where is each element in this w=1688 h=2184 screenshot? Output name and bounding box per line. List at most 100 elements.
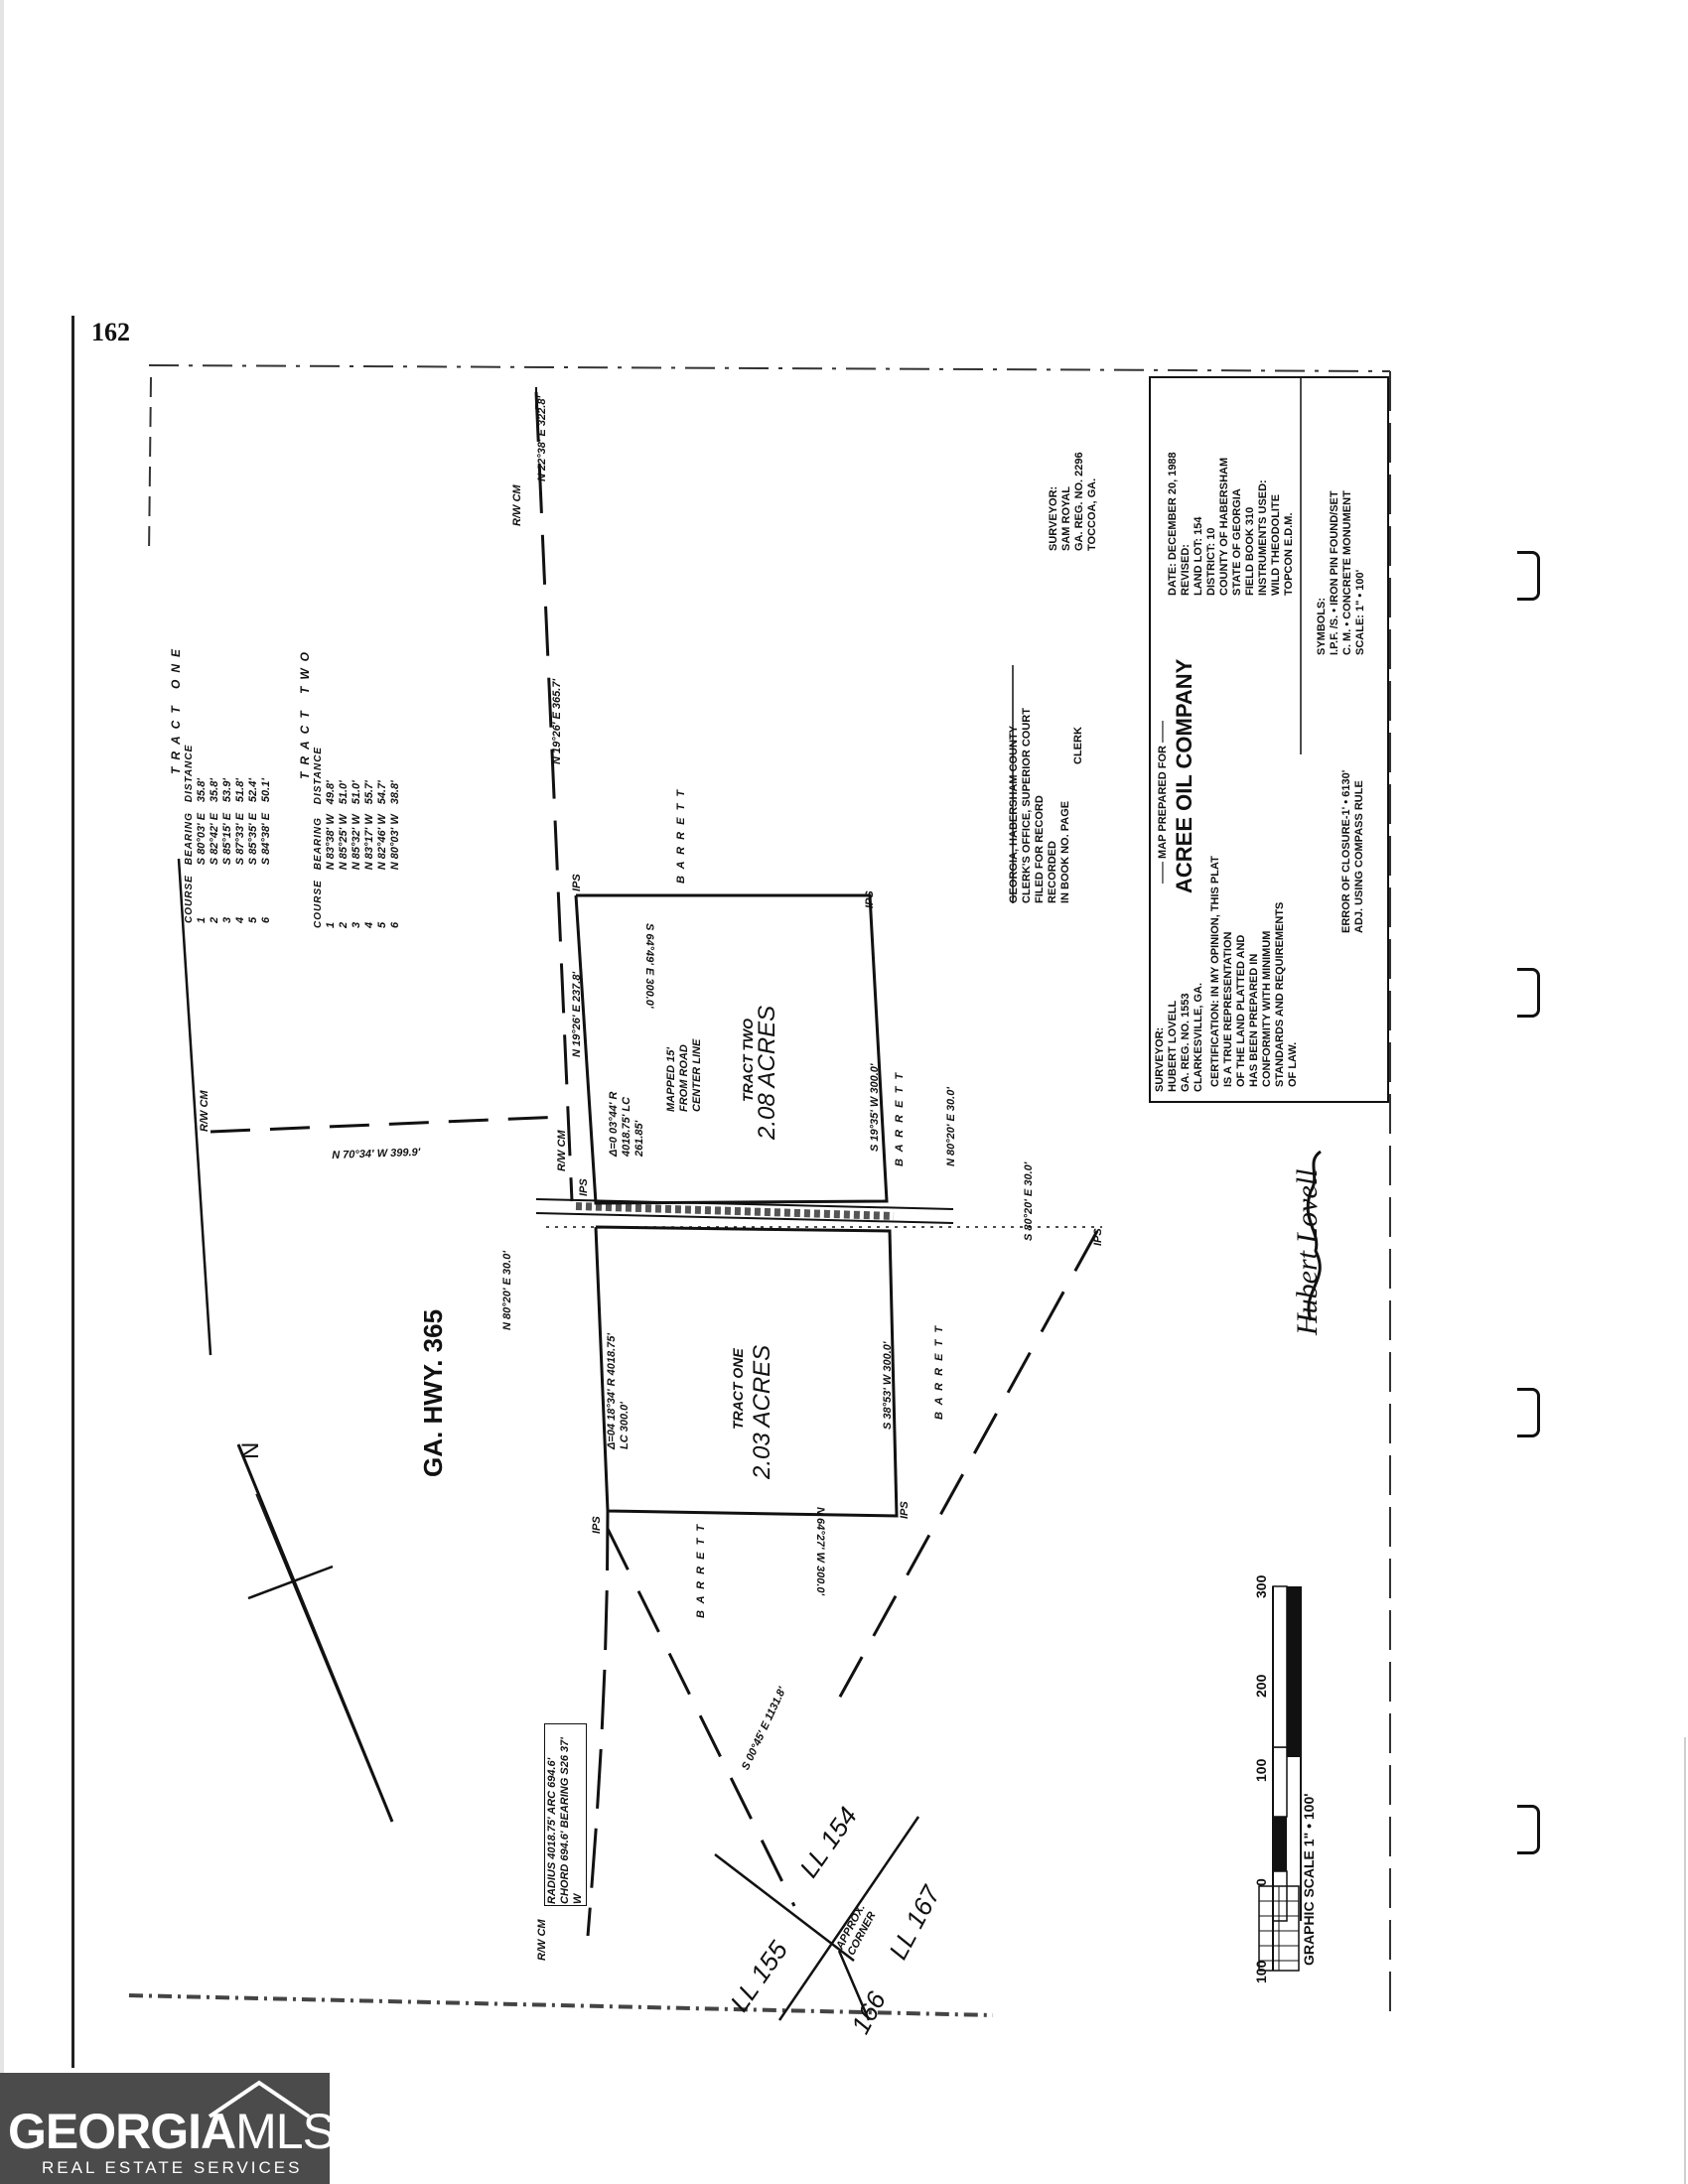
clerk-stamp: GEORGIA, HABERSHAM COUNTY CLERK'S OFFICE… bbox=[1008, 708, 1085, 903]
symbols-block: SYMBOLS: I.P.F. /S. • IRON PIN FOUND/SET… bbox=[1316, 490, 1367, 655]
tract-two-cell: 54.7' bbox=[376, 780, 388, 805]
tract-one-cell: 35.8' bbox=[196, 778, 208, 803]
date-line-7: FIELD BOOK 310 bbox=[1244, 506, 1256, 596]
date-line-2: REVISED: bbox=[1180, 544, 1192, 596]
tract-two-header-0: COURSE bbox=[313, 880, 324, 928]
ll-line-2 bbox=[777, 1816, 920, 2021]
surveyor-line-3: GA. REG. NO. 1553 bbox=[1180, 993, 1192, 1092]
tract-one-header-1: BEARING bbox=[184, 812, 195, 866]
frame-left bbox=[148, 376, 152, 557]
owner-barrett-3: B A R R E T T bbox=[933, 1323, 945, 1420]
closure-line-1: ERROR OF CLOSURE-1' • 6130' bbox=[1340, 769, 1352, 933]
label-north-top: N 19°26' E 365.7' bbox=[551, 678, 563, 764]
scale-segment-0 bbox=[1272, 1870, 1288, 1922]
graphic-scale-label: GRAPHIC SCALE 1" • 100' bbox=[1301, 1793, 1317, 1966]
title-block-box bbox=[1149, 376, 1389, 1103]
surveyor2-line-2: SAM ROYAL bbox=[1060, 486, 1072, 551]
cert-line-4: HAS BEEN PREPARED IN bbox=[1248, 953, 1260, 1087]
symbols-line-2: I.P.F. /S. • IRON PIN FOUND/SET bbox=[1329, 490, 1340, 655]
label-tract-one-south: N 64°27' W 300.0' bbox=[814, 1507, 826, 1596]
label-small-tie2: N 80°20' E 30.0' bbox=[501, 1251, 513, 1330]
tract-one-cell: 4 bbox=[234, 916, 246, 923]
tract-one-cell: S 85°15' E bbox=[221, 812, 233, 866]
date-line-1: DATE: DECEMBER 20, 1988 bbox=[1167, 452, 1179, 596]
cert-line-6: STANDARDS AND REQUIREMENTS bbox=[1274, 901, 1286, 1087]
scale-tick-200: 200 bbox=[1253, 1674, 1269, 1698]
surveyor2-line-4: TOCCOA, GA. bbox=[1086, 478, 1098, 551]
surveyor2-block: SURVEYOR: SAM ROYAL GA. REG. NO. 2296 TO… bbox=[1048, 452, 1099, 551]
cert-line-5: CONFORMITY WITH MINIMUM bbox=[1261, 930, 1273, 1087]
tract-one-cell: 2 bbox=[209, 916, 220, 923]
surveyor2-line-3: GA. REG. NO. 2296 bbox=[1073, 452, 1085, 551]
clerk-line-6: CLERK bbox=[1072, 727, 1084, 764]
curve-tract-one: Δ=04 18°34' R 4018.75' LC 300.0' bbox=[606, 1332, 631, 1449]
tract-one-cell: S 82°42' E bbox=[209, 812, 220, 866]
road-hatch bbox=[575, 1202, 895, 1220]
tract-two-cell: N 82°46' W bbox=[376, 814, 388, 871]
tract-two-header-2: DISTANCE bbox=[313, 746, 324, 805]
tract-one-cell: 6 bbox=[260, 916, 272, 923]
scan-edge bbox=[0, 0, 4, 2184]
closure-block: ERROR OF CLOSURE-1' • 6130' ADJ. USING C… bbox=[1340, 770, 1366, 933]
tract-one-row: 3 S 85°15' E 53.9' bbox=[221, 735, 234, 923]
tract-two-row: 5 N 82°46' W 54.7' bbox=[376, 737, 389, 928]
tract-one-cell: 53.9' bbox=[221, 778, 233, 803]
note-ips-3: IPS bbox=[578, 1178, 590, 1196]
tract-two-boundary bbox=[574, 893, 889, 1205]
clerk-line-1: GEORGIA, HABERSHAM COUNTY bbox=[1008, 725, 1020, 903]
tract-two-cell: N 85°25' W bbox=[338, 814, 350, 871]
label-small-tie: N 80°20' E 30.0' bbox=[945, 1087, 957, 1166]
tract-two-cell: N 80°03' W bbox=[389, 814, 401, 871]
surveyor-signature: Hubert Lovell bbox=[1291, 1168, 1324, 1335]
tract-two-cell: 3 bbox=[351, 921, 362, 928]
tract-two-cell: 6 bbox=[389, 921, 401, 928]
cert-line-2: IS A TRUE REPRESENTATION bbox=[1222, 931, 1234, 1087]
date-line-5: COUNTY OF HABERSHAM bbox=[1218, 457, 1230, 596]
binder-bracket-1 bbox=[1517, 551, 1540, 601]
page-left-rule bbox=[71, 316, 74, 2068]
tract-two-cell: 2 bbox=[338, 921, 350, 928]
tract-one-row: 2 S 82°42' E 35.8' bbox=[209, 735, 221, 923]
note-rw-cm-3: R/W CM bbox=[511, 484, 523, 526]
symbols-line-1: SYMBOLS: bbox=[1316, 597, 1328, 655]
scale-segment-3 bbox=[1287, 1688, 1301, 1757]
clerk-line-3: FILED FOR RECORD bbox=[1034, 795, 1046, 903]
label-tract-one-north: S 38°53' W 300.0' bbox=[882, 1341, 894, 1430]
note-ips-5: IPS bbox=[899, 1501, 911, 1519]
house-roof-icon bbox=[208, 2080, 311, 2118]
signature-stroke bbox=[1306, 1150, 1322, 1321]
tract-two-title: TRACT TWO bbox=[298, 645, 312, 779]
tract-one-cell: 35.8' bbox=[209, 778, 220, 803]
road-line-b bbox=[535, 1212, 954, 1224]
symbols-line-3: C. M. • CONCRETE MONUMENT bbox=[1341, 490, 1353, 655]
clerk-line-4: RECORDED bbox=[1047, 841, 1058, 903]
scale-tick-100a: 100 bbox=[1253, 1960, 1269, 1983]
surveyor-line-1: SURVEYOR: bbox=[1154, 1026, 1166, 1092]
logo-wordmark: GEORGIAMLS bbox=[8, 2103, 336, 2160]
note-ips-1: IPS bbox=[571, 874, 583, 891]
tract-one-cell: 1 bbox=[196, 916, 208, 923]
date-line-9: WILD THEODOLITE bbox=[1270, 493, 1282, 596]
tract-one-title: TRACT ONE bbox=[169, 642, 183, 774]
scale-segment-2 bbox=[1272, 1746, 1288, 1818]
tract-two-cell: N 83°17' W bbox=[363, 814, 375, 871]
curve-tract-two: Δ=0 03°44' R 4018.75' LC 261.85' bbox=[608, 1091, 645, 1157]
diag-line-2 bbox=[832, 1230, 1099, 1708]
road-line-a bbox=[535, 1198, 954, 1210]
tract-one-cell: 3 bbox=[221, 916, 233, 923]
main-curve-line bbox=[586, 1510, 610, 1937]
tract-two-cell: 55.7' bbox=[363, 780, 375, 805]
cert-line-1: CERTIFICATION: IN MY OPINION, THIS PLAT bbox=[1209, 856, 1221, 1087]
owner-barrett-1: B A R R E T T bbox=[675, 787, 687, 884]
tract-one-boundary bbox=[594, 1225, 899, 1518]
tract-two-cell: 5 bbox=[376, 921, 388, 928]
west-line bbox=[210, 1115, 562, 1134]
north-arrow-shaft bbox=[236, 1443, 394, 1823]
surveyor-line-4: CLARKESVILLE, GA. bbox=[1193, 982, 1204, 1092]
